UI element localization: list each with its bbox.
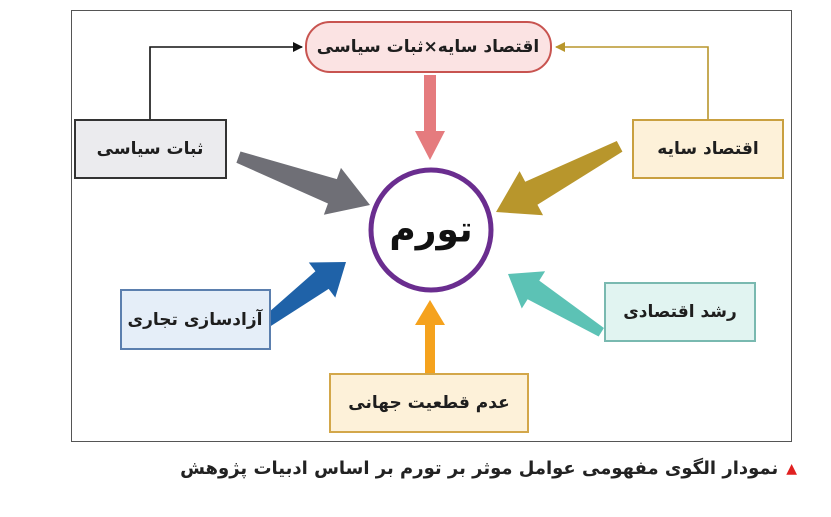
center-label: تورم bbox=[389, 210, 472, 251]
arrow-shape bbox=[236, 151, 370, 215]
node-global-uncertainty-label: عدم قطعیت جهانی bbox=[348, 393, 509, 413]
arrow-trade-to-center bbox=[255, 262, 346, 333]
figure-caption: ▲ نمودار الگوی مفهومی عوامل موثر بر تورم … bbox=[105, 458, 797, 490]
arrow-political-to-center bbox=[236, 151, 370, 215]
connector-shadow-to-top bbox=[555, 42, 709, 120]
arrow-shape bbox=[415, 75, 445, 160]
node-trade-liberalization-label: آزادسازی تجاری bbox=[128, 308, 264, 330]
node-political-stability-label: ثبات سیاسی bbox=[97, 139, 204, 159]
connector-political-to-top bbox=[149, 42, 303, 120]
arrow-growth-to-center bbox=[508, 271, 604, 337]
arrow-shape bbox=[508, 271, 604, 337]
node-global-uncertainty bbox=[329, 373, 529, 433]
caption-text: نمودار الگوی مفهومی عوامل موثر بر تورم ب… bbox=[180, 458, 779, 479]
arrow-top-to-center bbox=[415, 75, 445, 160]
node-economic-growth bbox=[604, 282, 756, 342]
arrow-shadow-to-center bbox=[496, 140, 623, 216]
arrow-shape bbox=[496, 140, 623, 216]
node-shadow-x-political-label: اقتصاد سایه×ثبات سیاسی bbox=[317, 37, 539, 57]
center-circle bbox=[368, 167, 494, 293]
arrow-shape bbox=[255, 262, 346, 333]
node-trade-liberalization bbox=[120, 289, 271, 350]
node-shadow-economy bbox=[632, 119, 784, 179]
arrow-uncertainty-to-center bbox=[415, 300, 445, 373]
arrow-shape bbox=[415, 300, 445, 373]
node-economic-growth-label: رشد اقتصادی bbox=[623, 302, 737, 322]
node-shadow-economy-label: اقتصاد سایه bbox=[657, 139, 758, 159]
node-political-stability bbox=[74, 119, 227, 179]
node-shadow-x-political bbox=[305, 21, 552, 73]
caption-marker-icon: ▲ bbox=[786, 461, 797, 477]
